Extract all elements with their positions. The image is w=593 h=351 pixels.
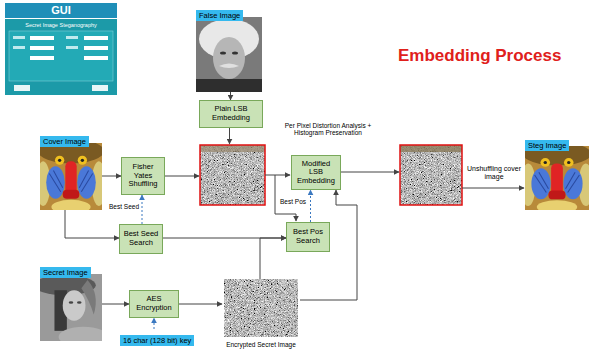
process-box: Modified LSB Embedding	[291, 155, 341, 190]
cover-image-photo	[36, 139, 106, 214]
image-tag: 16 char (128 bit) key	[120, 335, 194, 346]
process-box: Fisher Yates Shuffling	[121, 157, 165, 195]
embedded-shuffled-image	[400, 145, 462, 205]
image-panel: Cover Image	[40, 130, 102, 210]
arrow	[462, 188, 524, 189]
box-label: AES Encryption	[132, 295, 176, 312]
connector-arrow	[230, 92, 231, 100]
gui-field	[30, 46, 54, 50]
process-box: Plain LSB Embedding	[199, 100, 263, 128]
gui-field-label	[13, 36, 25, 39]
dashed-arrow	[154, 318, 155, 329]
note-label: Unshuffling cover image	[466, 165, 522, 181]
edge-label: Best Pos	[280, 198, 306, 205]
image-caption: Encrypted Secret Image	[226, 341, 296, 349]
embedded-strip	[400, 145, 462, 152]
gui-field	[30, 56, 54, 60]
arrow	[265, 175, 290, 176]
process-box: Best Seed Search	[119, 224, 163, 254]
arrow	[341, 172, 399, 173]
gui-field-label	[66, 36, 78, 39]
box-label: Modified LSB Embedding	[294, 160, 338, 186]
gui-field-label	[66, 46, 78, 49]
false-image-photo	[196, 17, 262, 92]
image-panel: False Image	[196, 4, 262, 92]
image-tag: GUI	[5, 3, 117, 18]
box-label: Fisher Yates Shuffling	[124, 163, 162, 189]
gui-field	[30, 36, 54, 40]
gui-screenshot	[5, 19, 117, 95]
note-label: Secret Image Steganography	[12, 22, 110, 28]
process-box: Best Pos Search	[286, 222, 330, 252]
steg-image-photo	[521, 142, 593, 214]
note-label: Per Pixel Distortion Analysis + Histogra…	[272, 122, 384, 137]
gui-field	[84, 36, 108, 40]
gui-button	[14, 85, 30, 91]
gui-field	[84, 56, 108, 60]
arrow	[165, 176, 199, 177]
connector-arrow	[102, 176, 121, 177]
image-panel: Steg Image	[525, 134, 589, 210]
process-box: AES Encryption	[129, 290, 179, 318]
box-label: Best Seed Search	[122, 230, 160, 247]
secret-image-photo	[34, 274, 108, 347]
embedded-strip	[200, 145, 265, 152]
image-tag: Secret Image	[40, 267, 91, 278]
arrow	[229, 128, 230, 144]
connector-arrow	[179, 304, 222, 305]
shuffled-cover-image	[200, 145, 265, 205]
key-tag: 16 char (128 bit) key	[120, 329, 194, 347]
gui-window	[5, 19, 117, 95]
dashed-arrow	[142, 195, 143, 224]
gui-panel	[9, 31, 113, 81]
image-tag: Steg Image	[525, 140, 569, 151]
box-label: Best Pos Search	[289, 228, 327, 245]
diagram-title: Embedding Process	[398, 46, 561, 66]
layout-arrows	[165, 128, 524, 221]
image-panel: Encrypted Secret Image	[222, 279, 300, 349]
gui-button	[92, 85, 108, 91]
connector-arrow	[102, 304, 129, 305]
image-panel: Secret Image	[40, 261, 102, 341]
encrypted-image	[224, 279, 298, 337]
image-tag: Cover Image	[40, 136, 89, 147]
box-label: Plain LSB Embedding	[202, 105, 260, 122]
connector-arrow	[260, 238, 286, 279]
connector-arrow	[65, 210, 119, 238]
image-tag: False Image	[196, 10, 243, 21]
red-border	[400, 145, 462, 205]
red-border	[200, 145, 265, 205]
gui-field	[84, 46, 108, 50]
edge-label: Best Seed	[109, 203, 139, 210]
gui-panel: GUI	[5, 3, 117, 95]
dashed-arrow	[310, 190, 311, 222]
gui-field-label	[13, 46, 25, 49]
